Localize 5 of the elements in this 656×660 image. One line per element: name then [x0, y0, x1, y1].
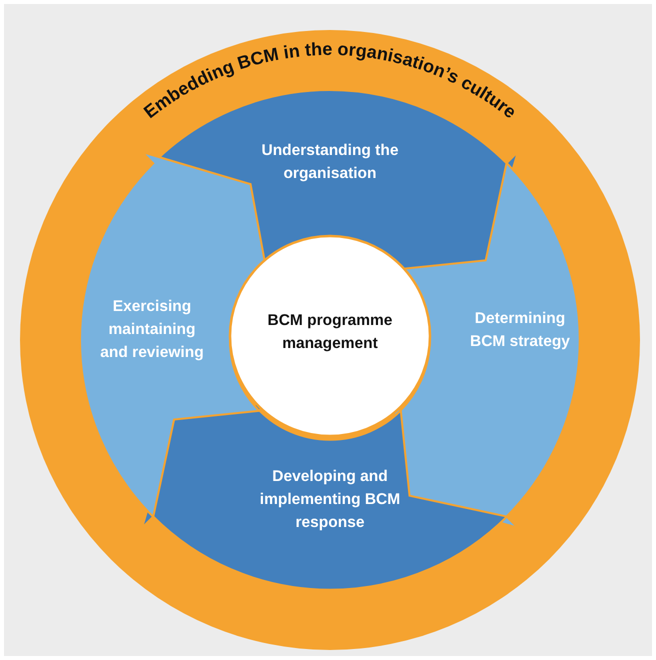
stage-label: Understanding the organisation: [260, 140, 400, 184]
stage-label: Exercising maintaining and reviewing: [99, 297, 205, 364]
stage-label: Developing and implementing BCM response: [258, 467, 402, 534]
stage-label: Determining BCM strategy: [469, 308, 571, 352]
center-label: BCM programme management: [266, 310, 394, 354]
